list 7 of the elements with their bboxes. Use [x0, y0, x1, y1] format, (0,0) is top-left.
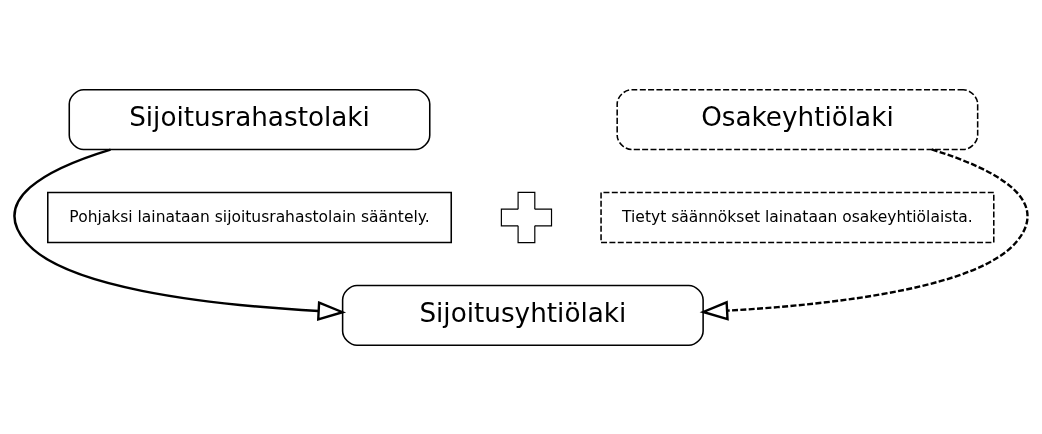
- node-box: Tietyt säännökset lainataan osakeyhtiölaista.: [600, 191, 995, 243]
- node-box: Sijoitusyhtiölaki: [341, 284, 704, 346]
- arrow: [699, 147, 1029, 321]
- node-box: Osakeyhtiölaki: [616, 88, 979, 150]
- node-box: Pohjaksi lainataan sijoitusrahastolain sääntely.: [47, 191, 453, 243]
- arrow: [13, 147, 347, 321]
- node-box: Sijoitusrahastolaki: [68, 88, 431, 150]
